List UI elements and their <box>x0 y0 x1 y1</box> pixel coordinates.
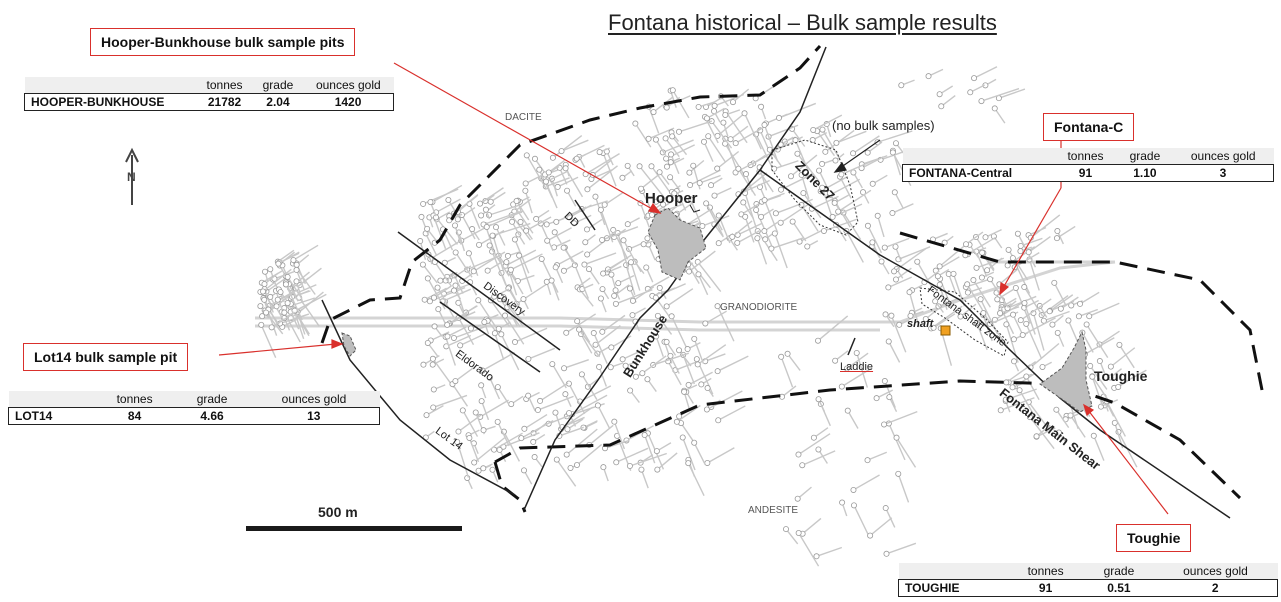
table-toughie: tonnes grade ounces gold TOUGHIE 91 0.51… <box>897 563 1279 597</box>
header-grade: grade <box>1084 563 1154 580</box>
shaft-marker <box>940 325 951 336</box>
scale-bar-line <box>246 526 462 531</box>
row-name: TOUGHIE <box>897 579 1007 597</box>
callout-hooper-bunkhouse: Hooper-Bunkhouse bulk sample pits <box>90 28 356 56</box>
header-grade: grade <box>1116 148 1173 165</box>
table-hooper-bunkhouse: tonnes grade ounces gold HOOPER-BUNKHOUS… <box>24 77 395 111</box>
header-tonnes: tonnes <box>93 391 176 408</box>
table-row: TOUGHIE 91 0.51 2 <box>897 579 1279 597</box>
header-spacer <box>8 391 94 408</box>
row-grade: 4.66 <box>175 407 249 425</box>
row-tonnes: 84 <box>93 407 176 425</box>
header-tonnes: tonnes <box>1054 148 1117 165</box>
header-spacer <box>898 563 1007 580</box>
row-ounces: 13 <box>248 407 380 425</box>
scale-bar-label: 500 m <box>318 504 358 520</box>
toughie-pit <box>1039 330 1093 413</box>
row-grade: 1.10 <box>1116 164 1173 182</box>
row-grade: 0.51 <box>1084 579 1154 597</box>
label-andesite: ANDESITE <box>748 505 799 516</box>
header-tonnes: tonnes <box>1006 563 1085 580</box>
label-toughie-pit: Toughie <box>1094 368 1148 384</box>
row-name: LOT14 <box>7 407 94 425</box>
header-grade: grade <box>175 391 249 408</box>
north-arrow-icon <box>125 147 139 205</box>
callout-lot14: Lot14 bulk sample pit <box>23 343 189 371</box>
row-ounces: 2 <box>1153 579 1279 597</box>
map-title: Fontana historical – Bulk sample results <box>608 10 997 35</box>
table-fontana-central: tonnes grade ounces gold FONTANA-Central… <box>902 148 1274 182</box>
row-tonnes: 91 <box>1006 579 1085 597</box>
table-row: HOOPER-BUNKHOUSE 21782 2.04 1420 <box>24 93 395 111</box>
label-hooper: Hooper <box>645 190 698 207</box>
table-lot14: tonnes grade ounces gold LOT14 84 4.66 1… <box>7 391 380 425</box>
label-dacite: DACITE <box>505 112 542 123</box>
row-ounces: 3 <box>1172 164 1274 182</box>
header-ounces: ounces gold <box>1153 563 1278 580</box>
no-bulk-arrow <box>833 139 881 173</box>
label-granodiorite: GRANODIORITE <box>720 302 798 313</box>
header-ounces: ounces gold <box>303 77 394 94</box>
header-ounces: ounces gold <box>1172 148 1274 165</box>
drillholes <box>257 66 1147 567</box>
row-tonnes: 91 <box>1054 164 1117 182</box>
lot14-pit <box>341 332 357 357</box>
faults <box>321 46 1231 519</box>
row-grade: 2.04 <box>252 93 304 111</box>
label-laddie: Laddie <box>840 361 874 373</box>
callout-toughie: Toughie <box>1116 524 1192 552</box>
row-tonnes: 21782 <box>196 93 253 111</box>
hooper-pointer <box>689 204 701 213</box>
table-row: LOT14 84 4.66 13 <box>7 407 380 425</box>
label-no-bulk-samples: (no bulk samples) <box>832 118 935 133</box>
callout-fontana-c: Fontana-C <box>1043 113 1135 141</box>
header-tonnes: tonnes <box>196 77 253 94</box>
table-row: FONTANA-Central 91 1.10 3 <box>902 164 1274 182</box>
header-spacer <box>24 77 197 94</box>
hooper-pit <box>647 207 707 281</box>
zone-outlines <box>771 139 1009 357</box>
label-shaft: shaft <box>907 318 934 330</box>
row-name: FONTANA-Central <box>902 164 1055 182</box>
row-name: HOOPER-BUNKHOUSE <box>24 93 197 111</box>
bulk-pits <box>341 207 1093 413</box>
header-ounces: ounces gold <box>248 391 380 408</box>
header-spacer <box>902 148 1055 165</box>
fontana-shaft-zone-outline <box>919 287 1009 357</box>
header-grade: grade <box>252 77 304 94</box>
row-ounces: 1420 <box>303 93 395 111</box>
north-label: N <box>127 170 136 184</box>
